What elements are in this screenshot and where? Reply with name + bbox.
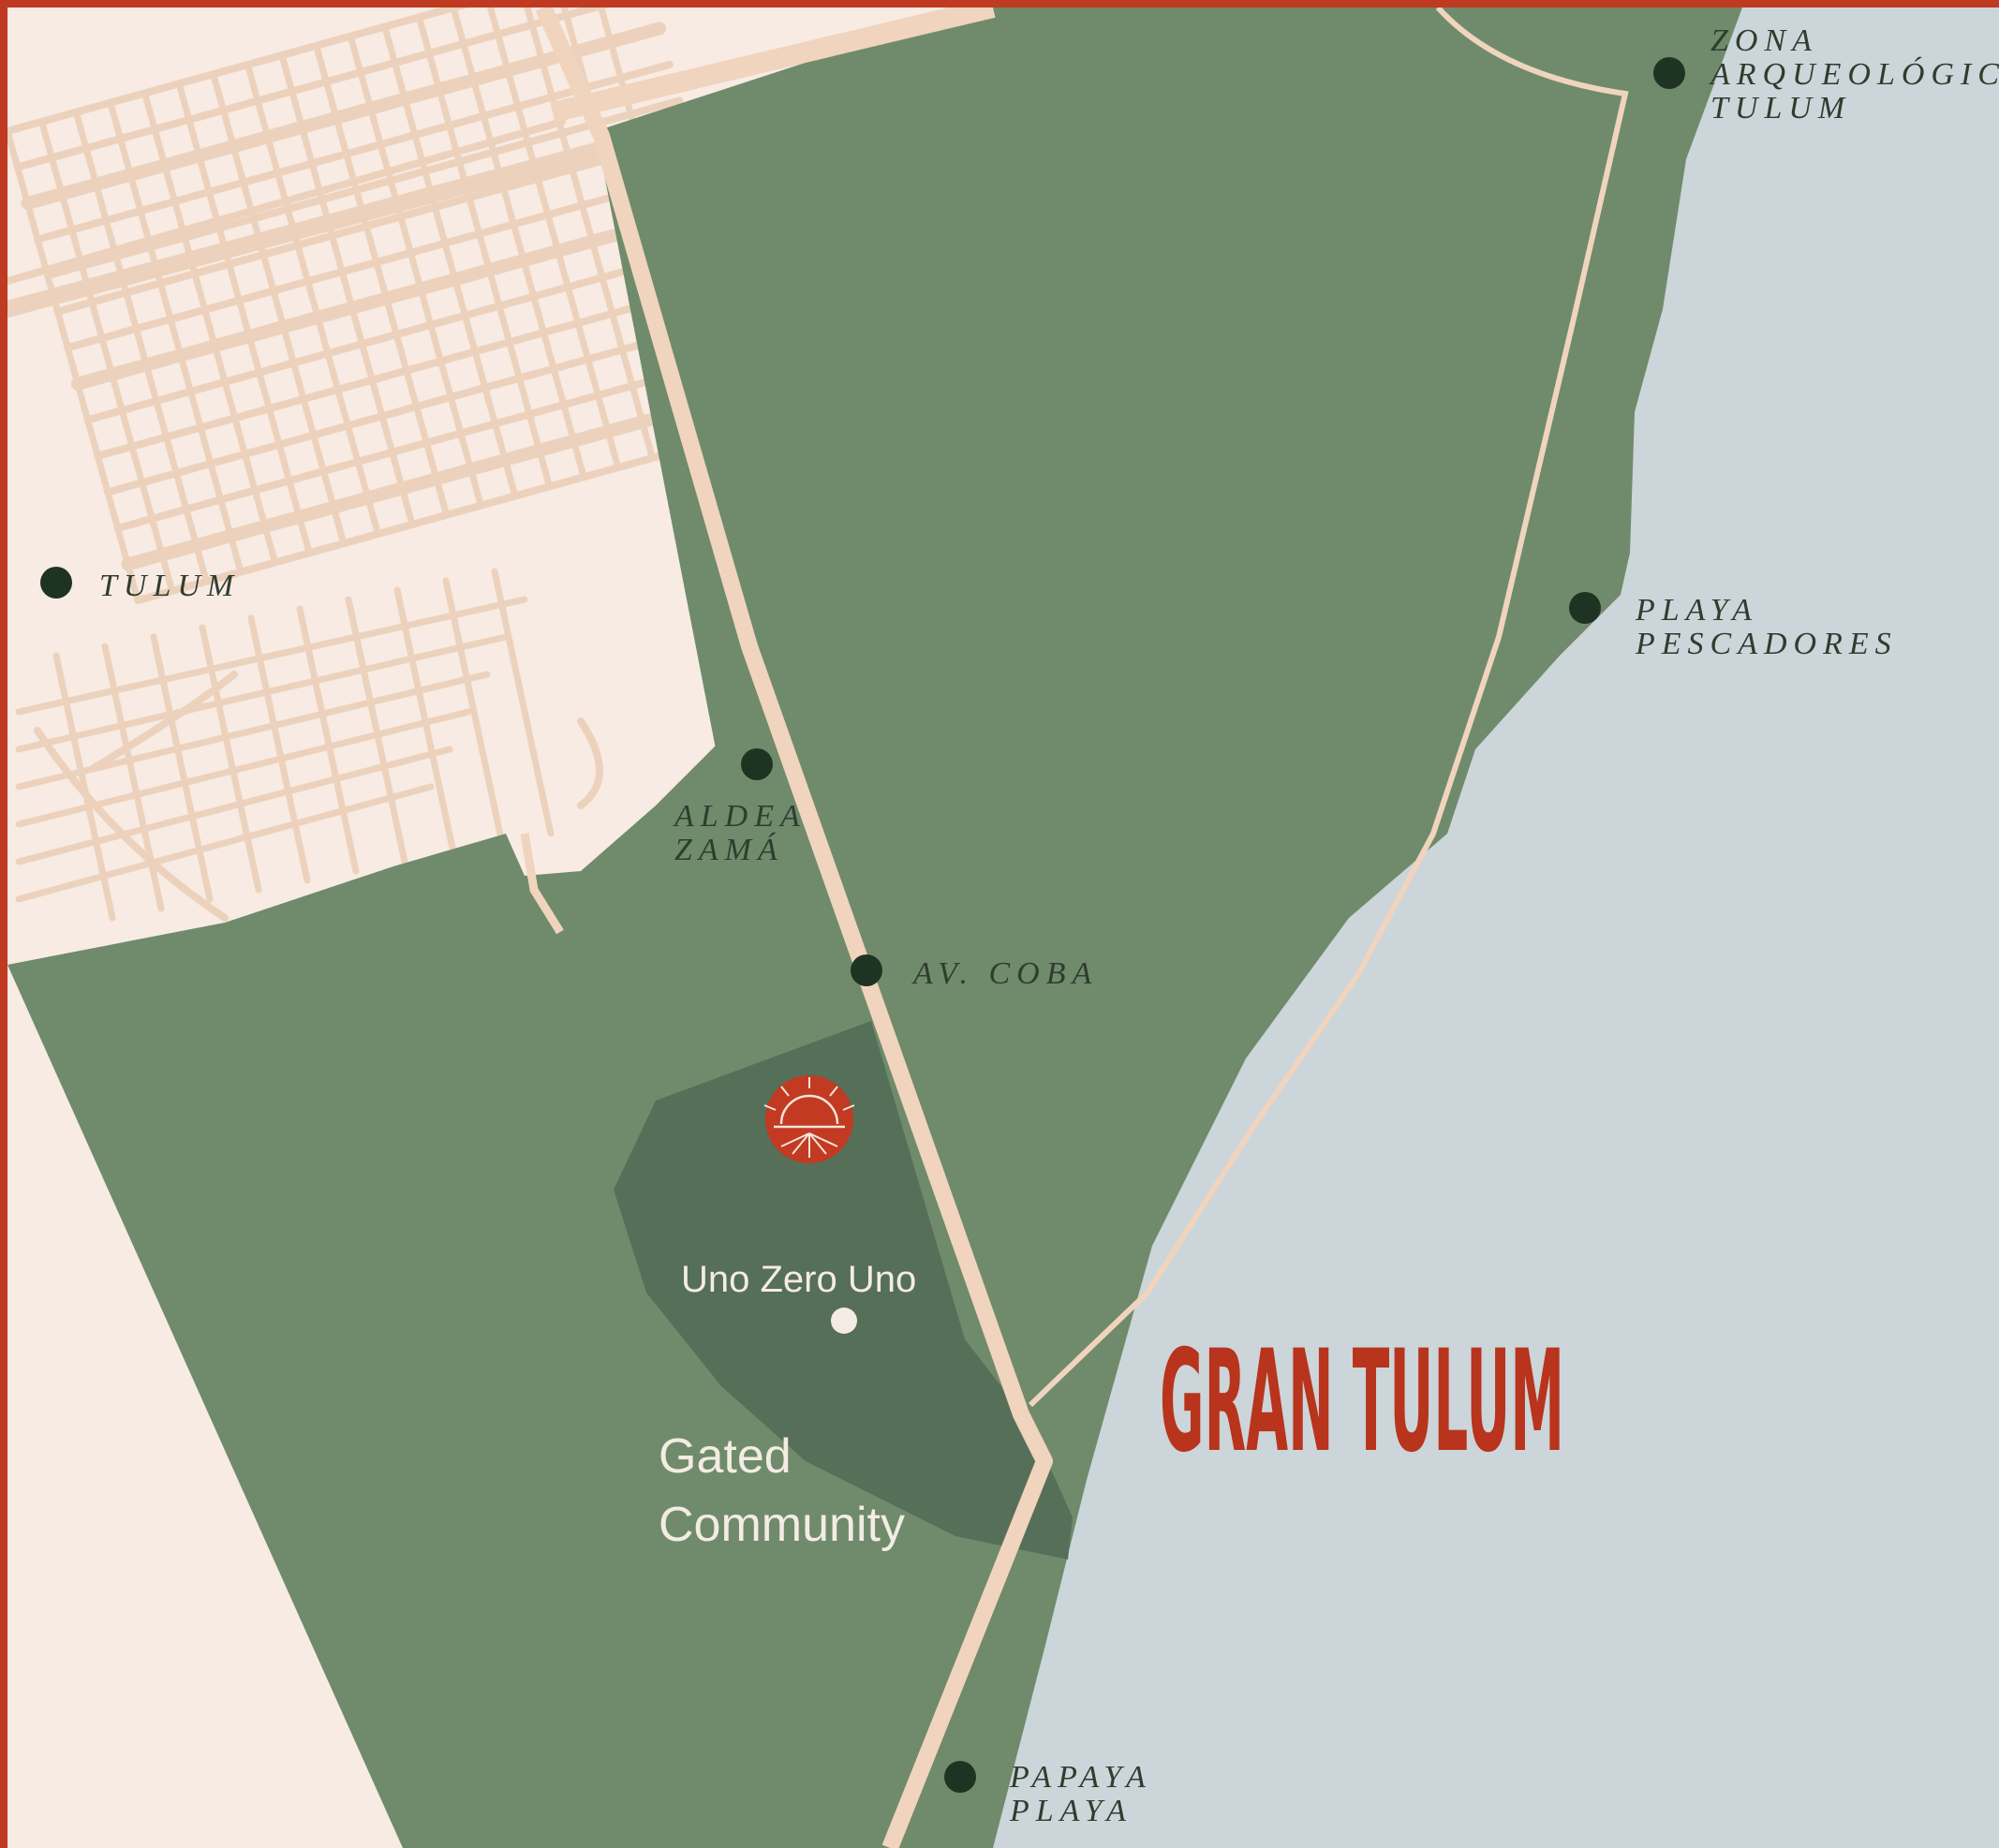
poi-aldea-zama[interactable]: ALDEA ZAMÁ bbox=[673, 748, 807, 867]
poi-zona-arqueologica[interactable]: ZONA ARQUEOLÓGICA TULUM bbox=[1653, 23, 1999, 126]
coastal-road bbox=[1028, 7, 1629, 1408]
top-road bbox=[550, 7, 996, 123]
poi-label-line: PESCADORES bbox=[1635, 627, 1898, 661]
poi-label-line: TULUM bbox=[1710, 91, 1851, 126]
poi-label-line: PLAYA bbox=[1635, 593, 1758, 628]
poi-label-line: ZAMÁ bbox=[674, 833, 784, 867]
poi-papaya-playa[interactable]: PAPAYA PLAYA bbox=[944, 1760, 1152, 1828]
location-dot-icon bbox=[1569, 592, 1601, 624]
location-dot-icon bbox=[944, 1761, 976, 1793]
location-dot-icon bbox=[831, 1308, 857, 1334]
gated-community-label: Gated bbox=[659, 1429, 792, 1484]
brand-title: GRAN TULUM bbox=[1160, 1321, 1564, 1484]
development-marker[interactable] bbox=[763, 1075, 855, 1163]
poi-label-line: ZONA bbox=[1710, 23, 1818, 58]
poi-label-line: PAPAYA bbox=[1009, 1760, 1152, 1795]
sea bbox=[993, 7, 1999, 1848]
gated-community-label: Community bbox=[659, 1498, 905, 1552]
jungle-area-west bbox=[7, 721, 1068, 1848]
location-dot-icon bbox=[741, 748, 773, 780]
poi-playa-pescadores[interactable]: PLAYA PESCADORES bbox=[1569, 592, 1898, 661]
location-dot-icon bbox=[851, 954, 882, 986]
gated-community-area bbox=[614, 1021, 1073, 1560]
poi-av-coba[interactable]: AV. COBA bbox=[851, 954, 1098, 991]
poi-label-line: ALDEA bbox=[673, 799, 807, 834]
development-name: Uno Zero Uno bbox=[681, 1259, 916, 1300]
poi-label-line: TULUM bbox=[99, 569, 240, 603]
sunrise-logo-icon bbox=[763, 1075, 855, 1163]
poi-label-line: PLAYA bbox=[1009, 1794, 1133, 1828]
poi-label-line: ARQUEOLÓGICA bbox=[1709, 56, 1999, 92]
development-location[interactable] bbox=[831, 1308, 857, 1334]
side-road bbox=[520, 833, 564, 935]
street-grid bbox=[7, 7, 774, 922]
highway-road bbox=[535, 7, 1053, 1848]
poi-tulum[interactable]: TULUM bbox=[40, 567, 240, 603]
poi-label-line: AV. COBA bbox=[911, 956, 1098, 991]
location-dot-icon bbox=[40, 567, 72, 599]
location-dot-icon bbox=[1653, 57, 1685, 89]
